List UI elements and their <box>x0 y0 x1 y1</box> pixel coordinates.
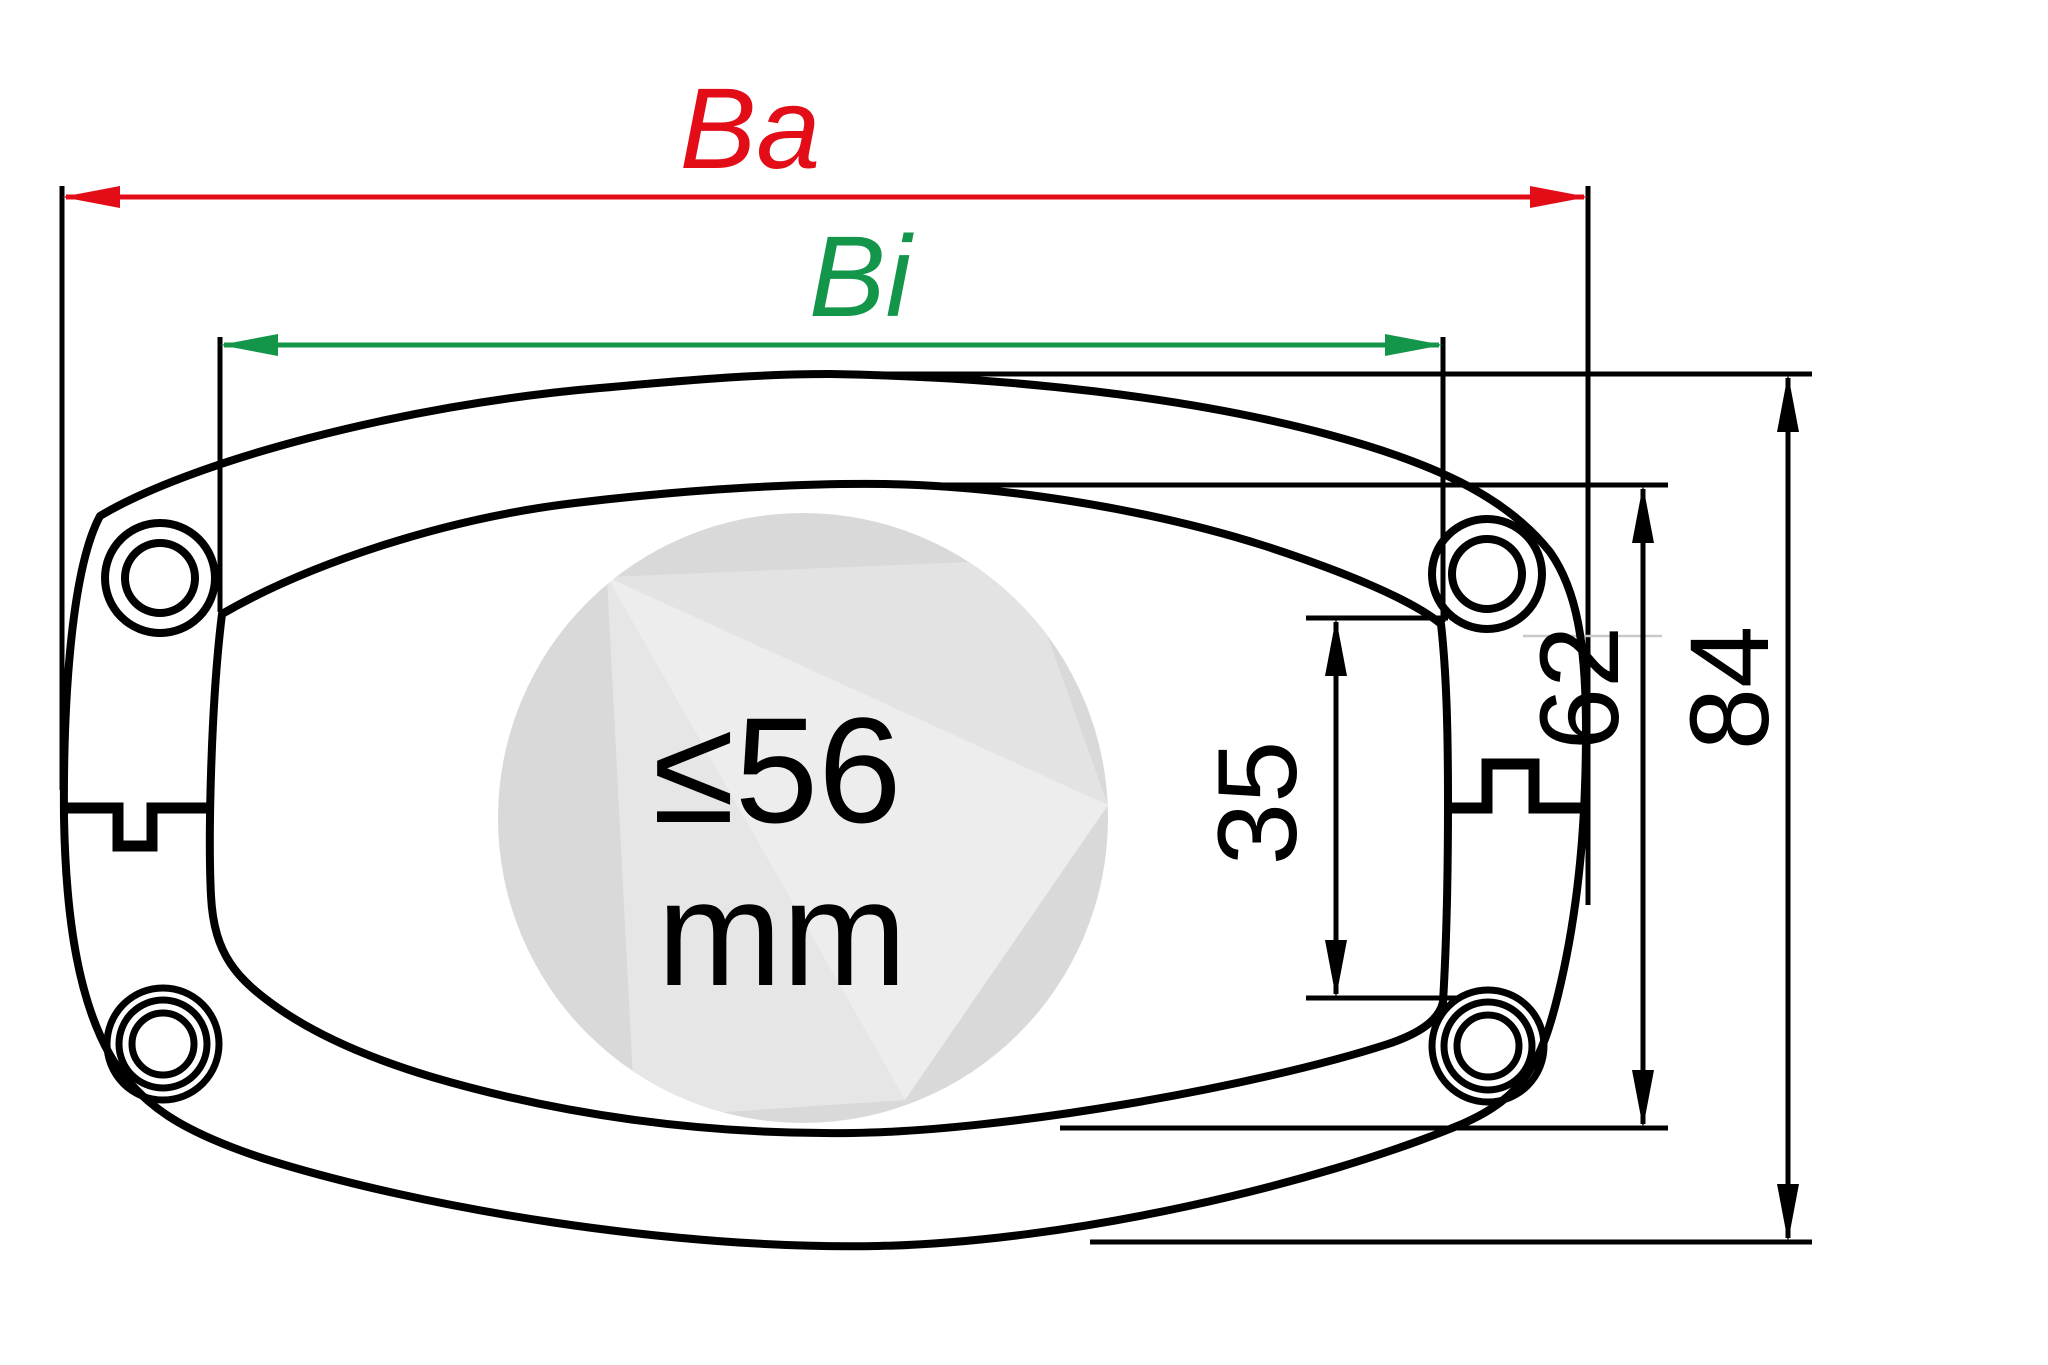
label-outer-height: 84 <box>1667 626 1792 751</box>
arrowhead-down-icon <box>1325 940 1347 998</box>
screw-hole-top-left <box>101 519 219 637</box>
dimension-flange-cutout-height: 35 <box>1195 618 1347 998</box>
label-max-thickness-value: ≤56 <box>652 686 901 854</box>
label-max-thickness-unit: mm <box>657 849 907 1017</box>
watermark-logo <box>498 513 1108 1123</box>
watermark-wedge <box>607 577 905 1118</box>
label-outer-width: Ba <box>680 65 821 193</box>
screw-hole-bottom-right <box>1428 986 1548 1106</box>
dimension-inner-height: 62 <box>1517 485 1654 1128</box>
arrowhead-up-icon <box>1777 374 1799 432</box>
screw-hole-top-right <box>1428 515 1546 633</box>
dimension-outer-height: 84 <box>1667 374 1799 1242</box>
arrowhead-right-icon <box>1530 186 1588 208</box>
extension-lines <box>59 186 1812 1245</box>
dimension-inner-width: Bi <box>220 213 1443 356</box>
arrowhead-down-icon <box>1632 1070 1654 1128</box>
gasket-outer-outline <box>59 370 1590 1251</box>
arrowhead-up-icon <box>1325 618 1347 676</box>
arrowhead-left-icon <box>62 186 120 208</box>
gasket-inner-outline <box>205 479 1452 1138</box>
roof-thickness-note: ≤56 mm <box>652 686 907 1017</box>
watermark-wedge <box>607 577 1108 1100</box>
watermark-wedge <box>607 560 1108 805</box>
arrowhead-right-icon <box>1385 334 1443 356</box>
arrowhead-down-icon <box>1777 1184 1799 1242</box>
screw-hole-bottom-left <box>103 984 223 1104</box>
right-profile-step <box>1446 758 1588 814</box>
label-inner-width: Bi <box>809 213 915 341</box>
dimension-outer-width: Ba <box>62 65 1588 208</box>
arrowhead-up-icon <box>1632 485 1654 543</box>
gasket-body <box>59 370 1590 1251</box>
arrowhead-left-icon <box>220 334 278 356</box>
left-profile-step <box>62 802 210 852</box>
label-inner-height: 62 <box>1517 626 1642 751</box>
label-flange-cutout-height: 35 <box>1195 741 1320 866</box>
